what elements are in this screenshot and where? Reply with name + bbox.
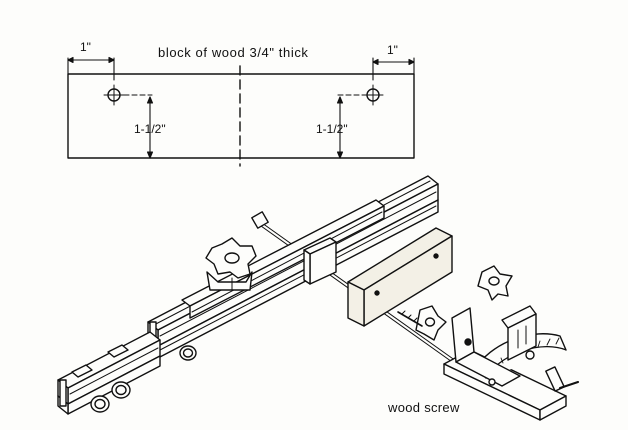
wood-screw xyxy=(397,310,423,327)
wing-knob-middle xyxy=(415,305,447,341)
left-width-label: 1" xyxy=(80,40,91,54)
wood-block-outline xyxy=(67,73,415,159)
wood-block-template xyxy=(67,56,415,167)
right-height-dimension xyxy=(336,94,364,159)
wood-screw-label: wood screw xyxy=(388,400,460,415)
wood-face-block xyxy=(347,227,453,327)
lower-bolt-left xyxy=(90,395,110,413)
left-hole xyxy=(103,84,125,106)
right-width-label: 1" xyxy=(387,43,398,57)
rail-bolt xyxy=(179,345,197,361)
left-height-label: 1-1/2" xyxy=(134,122,166,136)
block-title-label: block of wood 3/4" thick xyxy=(158,45,309,60)
wing-knob-top xyxy=(477,265,513,301)
lower-bolt-right xyxy=(111,381,131,399)
miter-gauge xyxy=(443,305,579,421)
left-width-dimension xyxy=(67,56,115,81)
right-height-label: 1-1/2" xyxy=(316,122,348,136)
fence-assembly xyxy=(57,175,579,421)
star-knob xyxy=(205,237,257,291)
right-width-dimension xyxy=(372,57,415,81)
rail-clamp xyxy=(303,237,337,285)
right-hole xyxy=(362,84,384,106)
left-height-dimension xyxy=(123,94,154,159)
